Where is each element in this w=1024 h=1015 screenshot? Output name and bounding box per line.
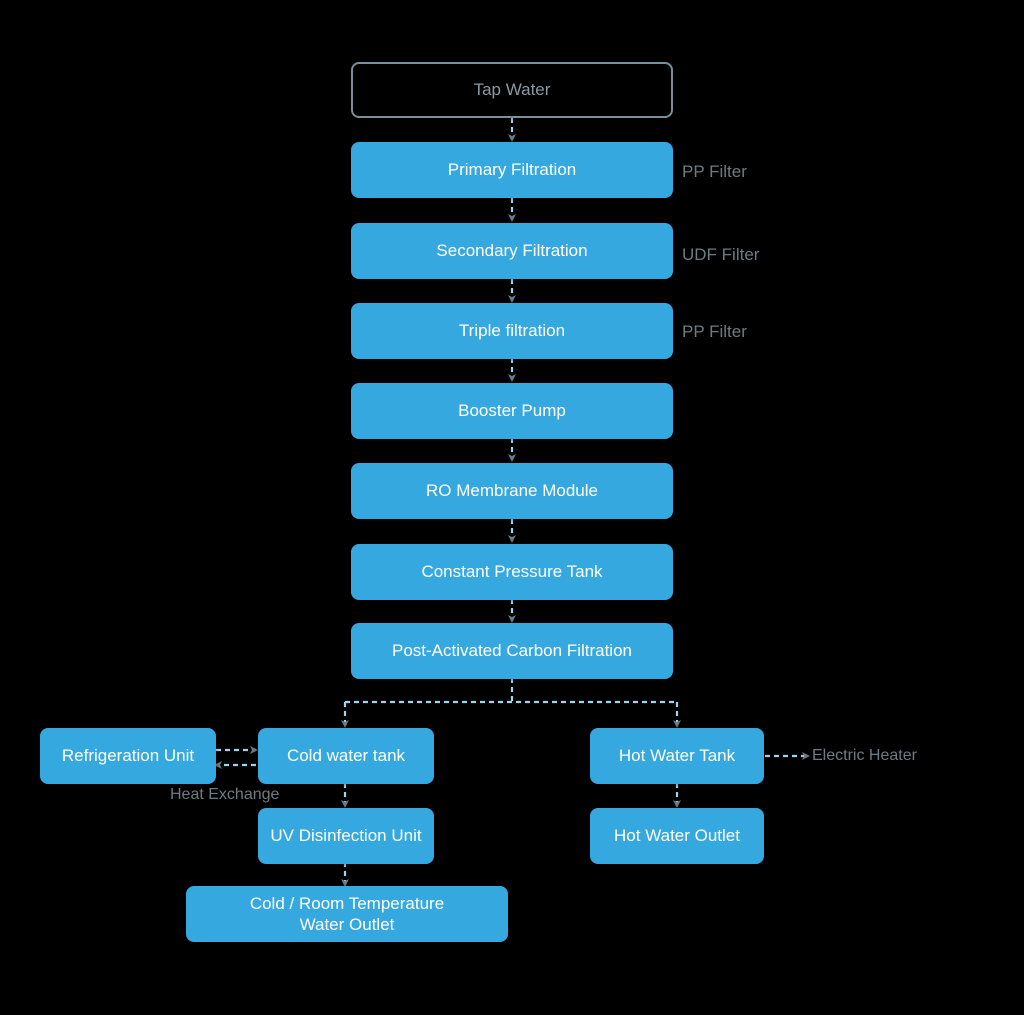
node-refrigeration-unit-label: Refrigeration Unit [61, 745, 195, 765]
node-tap-water[interactable]: Tap Water [351, 62, 673, 118]
annotation-pp-filter-primary: PP Filter [682, 162, 747, 181]
node-secondary-filtration[interactable]: Secondary Filtration [351, 223, 673, 279]
node-constant-pressure-tank-label: Constant Pressure Tank [421, 561, 603, 581]
node-constant-pressure-tank[interactable]: Constant Pressure Tank [351, 544, 673, 600]
node-hot-water-outlet[interactable]: Hot Water Outlet [590, 808, 764, 864]
node-hot-water-tank[interactable]: Hot Water Tank [590, 728, 764, 784]
node-cold-room-temperature-water-outlet[interactable]: Cold / Room Temperature Water Outlet [186, 886, 508, 942]
node-cold-water-tank[interactable]: Cold water tank [258, 728, 434, 784]
node-triple-filtration[interactable]: Triple filtration [351, 303, 673, 359]
node-uv-disinfection-unit[interactable]: UV Disinfection Unit [258, 808, 434, 864]
annotation-pp-filter-triple: PP Filter [682, 322, 747, 341]
node-cold-outlet-label-line2: Water Outlet [299, 915, 395, 934]
node-booster-pump[interactable]: Booster Pump [351, 383, 673, 439]
annotation-udf-filter: UDF Filter [682, 245, 760, 264]
annotation-heat-exchange: Heat Exchange [170, 786, 280, 803]
node-booster-pump-label: Booster Pump [458, 400, 566, 420]
node-ro-membrane-module[interactable]: RO Membrane Module [351, 463, 673, 519]
node-cold-outlet-label-line1: Cold / Room Temperature [249, 893, 445, 913]
node-triple-filtration-label: Triple filtration [458, 320, 566, 340]
node-ro-membrane-module-label: RO Membrane Module [426, 480, 598, 500]
node-post-activated-carbon-filtration[interactable]: Post-Activated Carbon Filtration [351, 623, 673, 679]
node-uv-disinfection-unit-label: UV Disinfection Unit [270, 825, 422, 845]
node-secondary-filtration-label: Secondary Filtration [436, 240, 588, 260]
node-primary-filtration-label: Primary Filtration [447, 159, 577, 179]
annotation-electric-heater: Electric Heater [812, 747, 917, 764]
node-hot-water-tank-label: Hot Water Tank [618, 745, 736, 765]
node-primary-filtration[interactable]: Primary Filtration [351, 142, 673, 198]
node-tap-water-label: Tap Water [473, 79, 551, 99]
node-post-activated-carbon-filtration-label: Post-Activated Carbon Filtration [392, 640, 632, 660]
node-hot-water-outlet-label: Hot Water Outlet [614, 825, 740, 845]
node-cold-water-tank-label: Cold water tank [286, 745, 406, 765]
node-refrigeration-unit[interactable]: Refrigeration Unit [40, 728, 216, 784]
